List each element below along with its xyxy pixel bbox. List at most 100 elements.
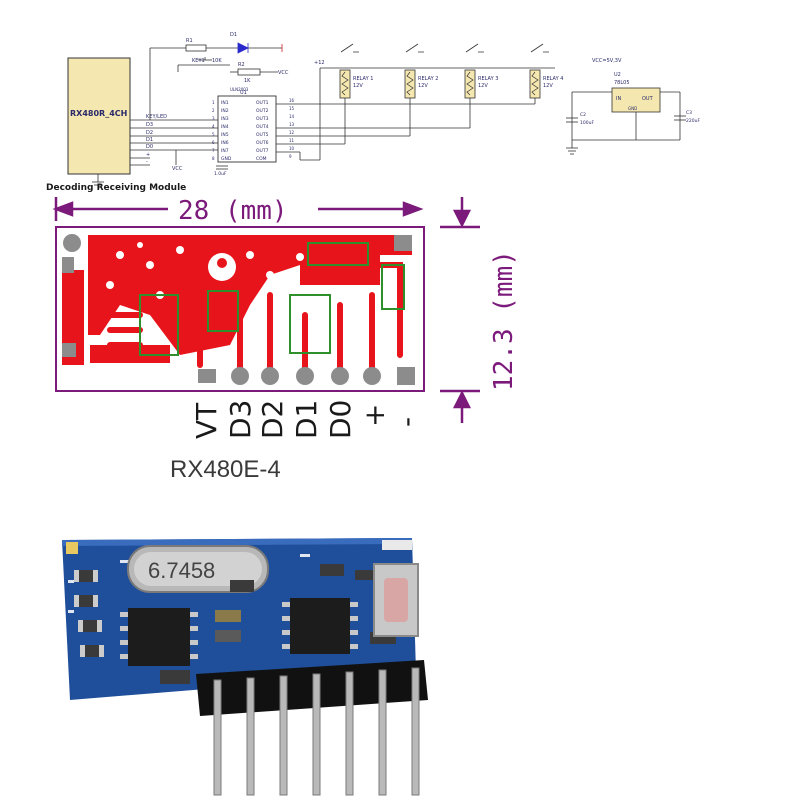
module-pin-label: VCC <box>172 166 183 172</box>
ic-pin-number: 4 <box>212 124 215 129</box>
schematic-diagram: RX480R_4CH KEY/LED D3 D2 D1 D0 + - VCC D… <box>46 32 700 193</box>
relay-name: RELAY 4 <box>543 76 563 82</box>
relay-voltage: 12V <box>478 83 488 89</box>
relay-name: RELAY 3 <box>478 76 498 82</box>
header-pin <box>378 669 387 796</box>
decoder-chip <box>128 608 190 666</box>
pin-label-d0: D0 <box>324 400 357 439</box>
r2-value: 1K <box>244 78 251 84</box>
header-pin <box>279 675 288 796</box>
r1-label: R1 <box>186 38 193 44</box>
ic-output: OUT5 <box>256 132 269 138</box>
module-label: RX480R_4CH <box>70 109 127 118</box>
ic-pin-number: 11 <box>289 138 295 143</box>
d1-label: D1 <box>230 32 237 38</box>
ic-output: OUT1 <box>256 100 269 106</box>
pcb-board <box>55 226 425 392</box>
crystal-marking: 6.7458 <box>148 558 215 583</box>
r2-label: R2 <box>238 62 245 68</box>
diagram-caption: Decoding Receiving Module <box>46 183 186 193</box>
pin-label-minus: - <box>390 417 423 427</box>
pcb-layout: 28 (mm) <box>52 195 519 483</box>
push-button[interactable] <box>373 540 419 637</box>
relay-name: RELAY 2 <box>418 76 438 82</box>
pin-label-plus: + <box>358 404 391 427</box>
module-pin-label: D1 <box>146 137 153 143</box>
led-key-circuit <box>149 42 283 120</box>
reg-out: OUT <box>642 96 654 102</box>
rf-chip <box>290 598 350 654</box>
ic-pin-number: 10 <box>289 146 295 151</box>
ic-output: OUT4 <box>256 124 269 130</box>
ic-pin-number: 8 <box>212 156 215 161</box>
regulator-circuit: VCC=5V,3V U2 78L05 IN OUT GND C2 100uF C… <box>566 58 700 155</box>
pin-label-d1: D1 <box>290 400 323 439</box>
ic-pin-number: 9 <box>289 154 292 159</box>
module-pin-label: D3 <box>146 122 153 128</box>
c3-value: 220uF <box>686 118 700 124</box>
pin-header <box>196 660 428 796</box>
ic-ref: U1 <box>240 90 247 96</box>
header-pin <box>246 677 255 796</box>
ic-pin-number: 7 <box>212 148 215 153</box>
ic-pin-number: 12 <box>289 130 295 135</box>
plus12-label: +12 <box>314 60 325 66</box>
cap-value: 1.0uF <box>214 171 227 177</box>
relay-voltage: 12V <box>353 83 363 89</box>
ic-input: GND <box>221 156 232 162</box>
header-pin <box>411 667 420 796</box>
ic-pin-number: 5 <box>212 132 215 137</box>
width-label: 28 (mm) <box>178 196 288 226</box>
ic-pin-number: 14 <box>289 114 295 119</box>
reg-in: IN <box>616 96 621 102</box>
c2-value: 100uF <box>580 120 594 126</box>
ic-pin-number: 1 <box>212 100 215 105</box>
ic-pin-number: 13 <box>289 122 295 127</box>
module-pin-label: KEY/LED <box>146 114 167 120</box>
height-dimension <box>440 197 480 423</box>
header-pin <box>345 671 354 796</box>
ic-output: OUT6 <box>256 140 269 146</box>
vcc-label: VCC <box>278 70 289 76</box>
r1-value: 10K <box>212 58 222 64</box>
ic-output: COM <box>256 156 267 162</box>
pin-label-vt: VT <box>190 402 223 439</box>
reg-vcc-label: VCC=5V,3V <box>592 58 622 64</box>
pin-label-d2: D2 <box>256 400 289 439</box>
ic-pin-number: 6 <box>212 140 215 145</box>
ic-input: IN3 <box>221 116 229 122</box>
relay-voltage: 12V <box>543 83 553 89</box>
ic-input: IN4 <box>221 124 229 130</box>
ic-pin-number: 3 <box>212 116 215 121</box>
ic-output: OUT2 <box>256 108 269 114</box>
height-label: 12.3 (mm) <box>489 250 519 391</box>
key1-label: KEY1 <box>192 58 205 64</box>
ic-input: IN6 <box>221 140 229 146</box>
c3-label: C3 <box>686 110 692 116</box>
ic-part: ULN2003 <box>230 87 249 92</box>
model-label: RX480E-4 <box>170 456 281 483</box>
module-pin-label: - <box>146 159 148 165</box>
module-photo: 6.7458 <box>62 538 428 796</box>
c2-label: C2 <box>580 112 586 118</box>
module-pin-label: D2 <box>146 130 153 136</box>
header-pins <box>213 667 420 796</box>
driver-ic: U1 ULN2003 IN1 IN2 IN3 IN4 IN5 IN6 IN7 G… <box>212 87 295 177</box>
ic-output: OUT7 <box>256 148 269 154</box>
module-pin-label: D0 <box>146 144 153 150</box>
relay-name: RELAY 1 <box>353 76 373 82</box>
reg-ref: U2 <box>614 72 621 78</box>
module-pin-label: + <box>146 152 150 158</box>
ic-input: IN5 <box>221 132 229 138</box>
reg-gnd: GND <box>628 106 637 111</box>
crystal: 6.7458 <box>127 545 269 593</box>
ic-input: IN2 <box>221 108 229 114</box>
header-pin <box>213 679 222 796</box>
receiver-module-block: RX480R_4CH KEY/LED D3 D2 D1 D0 + - VCC D… <box>46 57 218 193</box>
ic-pin-number: 16 <box>289 98 295 103</box>
ic-input: IN7 <box>221 148 229 154</box>
